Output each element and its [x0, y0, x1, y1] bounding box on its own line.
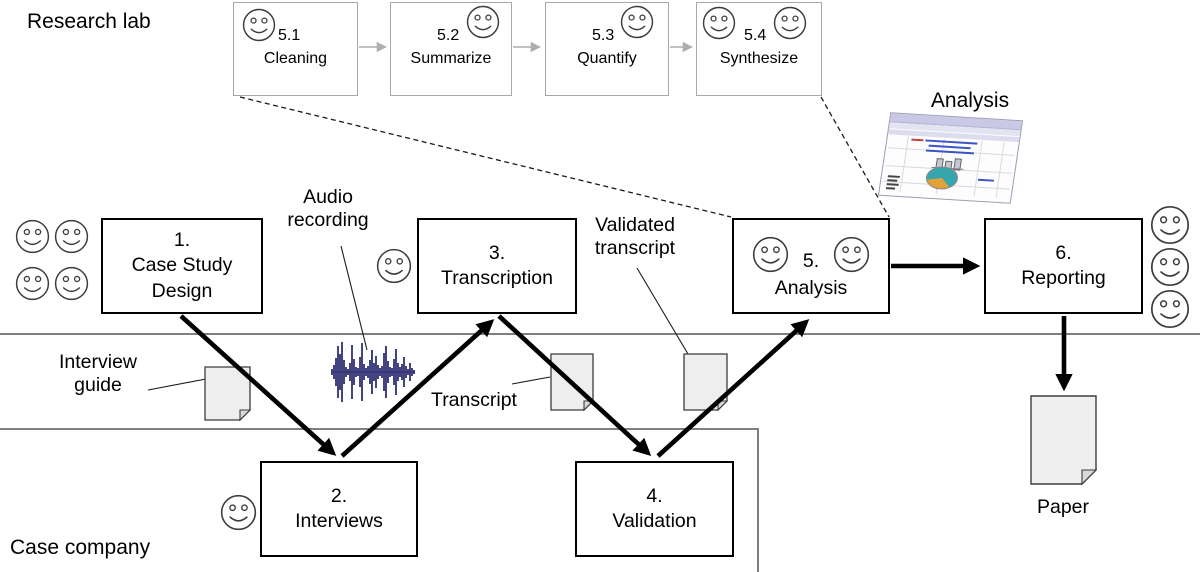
case-company-lane-line	[0, 428, 759, 572]
process-step-label: Analysis	[774, 277, 848, 300]
subprocess-box-quantify: 5.3 Quantify	[545, 2, 669, 96]
process-step-number: 4.	[646, 484, 663, 507]
subprocess-step-label: Cleaning	[263, 50, 328, 67]
process-step-number: 2.	[330, 484, 348, 507]
process-box-interviews: 2. Interviews	[260, 461, 418, 557]
interview-guide-pointer-line	[147, 378, 207, 391]
process-box-case-study-design: 1. Case Study Design	[101, 218, 263, 314]
subprocess-step-label: Quantify	[577, 50, 637, 67]
smiley-icon	[15, 219, 50, 254]
spreadsheet-screenshot-icon	[877, 112, 1024, 204]
process-box-transcription: 3. Transcription	[417, 218, 577, 314]
analysis-screenshot-label: Analysis	[930, 89, 1010, 112]
smiley-icon	[376, 248, 412, 284]
smiley-icon	[54, 219, 89, 254]
arrow-interviews-to-transcription	[340, 319, 495, 458]
subprocess-step-label: Summarize	[410, 50, 492, 67]
validated-transcript-document-icon	[683, 353, 729, 412]
process-step-label: Transcription	[441, 267, 553, 289]
smiley-icon	[220, 494, 257, 531]
validated-transcript-pointer-line	[636, 267, 689, 355]
subprocess-box-summarize: 5.2 Summarize	[390, 2, 512, 96]
subprocess-step-label: Synthesize	[719, 50, 799, 67]
process-step-number: 6.	[1055, 241, 1072, 264]
paper-document-icon	[1030, 395, 1098, 486]
smiley-icon	[54, 266, 89, 301]
smiley-icon	[834, 236, 870, 272]
smiley-icon	[466, 5, 500, 39]
process-step-label: Reporting	[1021, 267, 1106, 289]
transcript-pointer-line	[511, 376, 551, 385]
smiley-icon	[242, 8, 276, 42]
subprocess-step-number: 5.3	[592, 27, 615, 44]
smiley-icon	[1150, 247, 1190, 287]
audio-recording-pointer-line	[340, 245, 368, 351]
subprocess-step-number: 5.2	[437, 27, 460, 44]
smiley-icon	[752, 236, 788, 272]
process-step-label: Case Study Design	[131, 254, 233, 302]
case-company-lane-label: Case company	[10, 536, 151, 559]
expansion-dashed-line-left	[239, 96, 732, 218]
process-box-validation: 4. Validation	[575, 461, 734, 557]
interview-guide-label: Interview guide	[58, 351, 138, 397]
arrow-design-to-interviews	[179, 314, 337, 456]
audio-recording-label: Audio recording	[287, 186, 369, 232]
interview-guide-document-icon	[204, 366, 252, 422]
subprocess-step-number: 5.1	[278, 27, 301, 44]
transcript-label: Transcript	[431, 389, 517, 411]
arrow-transcription-to-validation	[497, 314, 652, 456]
smiley-icon	[1150, 289, 1190, 329]
subprocess-box-synthesize: 5.4 Synthesize	[696, 2, 822, 96]
process-step-number: 1.	[173, 228, 191, 251]
validated-transcript-label: Validated transcript	[594, 214, 676, 260]
process-step-number: 5.	[802, 249, 820, 272]
smiley-icon	[702, 6, 736, 40]
process-box-reporting: 6. Reporting	[984, 218, 1143, 314]
subprocess-step-number: 5.4	[744, 27, 767, 44]
smiley-icon	[773, 6, 807, 40]
smiley-icon	[1150, 205, 1190, 245]
subprocess-box-cleaning: 5.1 Cleaning	[233, 2, 358, 96]
expansion-dashed-line-right	[820, 96, 890, 218]
paper-label: Paper	[1036, 496, 1090, 518]
arrow-validation-to-analysis	[656, 319, 810, 458]
process-step-label: Interviews	[295, 510, 383, 532]
smiley-icon	[15, 266, 50, 301]
smiley-icon	[620, 5, 654, 39]
process-step-label: Validation	[612, 510, 697, 532]
process-box-analysis: 5. Analysis	[732, 218, 890, 314]
research-lab-lane-label: Research lab	[27, 10, 151, 33]
audio-waveform-icon	[331, 342, 415, 402]
process-step-number: 3.	[488, 241, 506, 264]
